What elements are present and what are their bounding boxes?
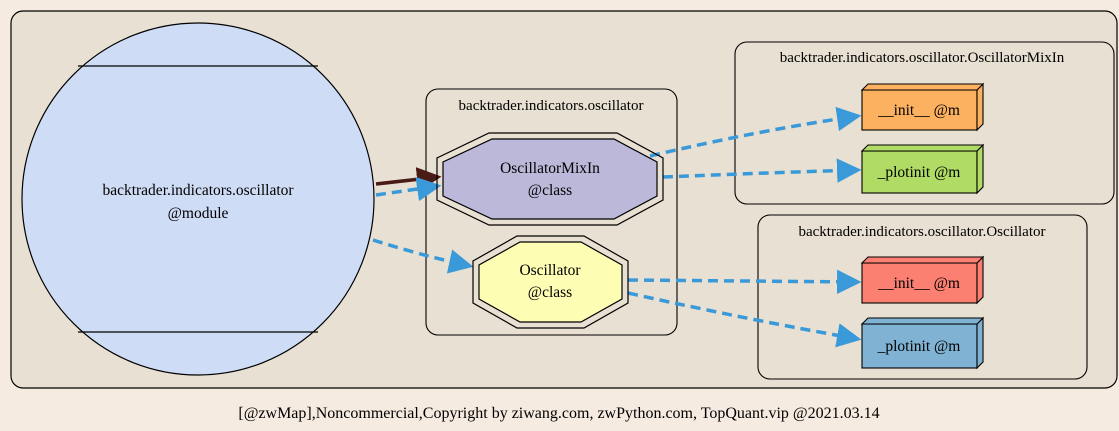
osc-init-box	[861, 262, 978, 304]
osc-plotinit-label: _plotinit @m	[877, 338, 961, 355]
mixin-init-top	[860, 83, 985, 91]
method-node-oscillator-plotinit[interactable]: _plotinit @m	[860, 316, 985, 370]
cluster-mixin: backtrader.indicators.oscillator.Oscilla…	[734, 41, 1115, 205]
mixin-init-label: __init__ @m	[877, 102, 960, 119]
oscillator-inner-octagon	[478, 241, 623, 323]
oscillator-class-name: Oscillator	[519, 262, 581, 279]
mixin-plotinit-side	[976, 143, 984, 195]
mixin-class-name: OscillatorMixIn	[500, 160, 600, 177]
cluster-oscillator-label: backtrader.indicators.oscillator.Oscilla…	[798, 224, 1045, 240]
cluster-module-box	[425, 88, 678, 336]
oscillator-class-kind: @class	[528, 284, 572, 301]
mixin-outer-octagon	[436, 132, 664, 226]
mixin-plotinit-label: _plotinit @m	[877, 164, 961, 181]
osc-plotinit-top	[860, 317, 985, 325]
osc-init-top	[860, 256, 985, 264]
footer-copyright: [@zwMap],Noncommercial,Copyright by ziwa…	[238, 405, 879, 422]
class-node-oscillator[interactable]: Oscillator @class	[472, 235, 629, 329]
method-node-mixin-init[interactable]: __init__ @m	[860, 82, 985, 132]
edge-mixin-to-plotinit	[662, 158, 862, 183]
osc-init-label: __init__ @m	[877, 275, 960, 292]
module-name: backtrader.indicators.oscillator	[102, 182, 294, 199]
mixin-class-kind: @class	[528, 182, 572, 199]
cluster-oscillator-box	[757, 214, 1088, 380]
module-node[interactable]: backtrader.indicators.oscillator @module	[21, 22, 375, 376]
mixin-plotinit-top	[860, 144, 985, 152]
method-node-oscillator-init[interactable]: __init__ @m	[860, 255, 985, 305]
osc-init-side	[976, 255, 984, 305]
mixin-init-box	[861, 89, 978, 131]
cluster-module: backtrader.indicators.oscillator	[425, 88, 678, 336]
mixin-inner-octagon	[442, 138, 658, 220]
cluster-oscillator: backtrader.indicators.oscillator.Oscilla…	[757, 214, 1088, 380]
cluster-mixin-box	[734, 41, 1115, 205]
edge-module-to-oscillator	[372, 238, 474, 274]
method-node-mixin-plotinit[interactable]: _plotinit @m	[860, 143, 985, 195]
mixin-init-side	[976, 82, 984, 132]
edge-module-to-mixin-dashed	[375, 176, 442, 202]
class-node-oscillatormixin[interactable]: OscillatorMixIn @class	[436, 132, 664, 226]
edge-oscillator-to-init	[627, 269, 862, 295]
cluster-mixin-label: backtrader.indicators.oscillator.Oscilla…	[780, 50, 1065, 66]
module-circle	[21, 22, 375, 376]
osc-plotinit-side	[976, 316, 984, 370]
module-kind: @module	[168, 205, 229, 222]
oscillator-outer-octagon	[472, 235, 629, 329]
cluster-module-label: backtrader.indicators.oscillator	[459, 98, 644, 114]
edge-oscillator-to-plotinit	[627, 291, 862, 348]
